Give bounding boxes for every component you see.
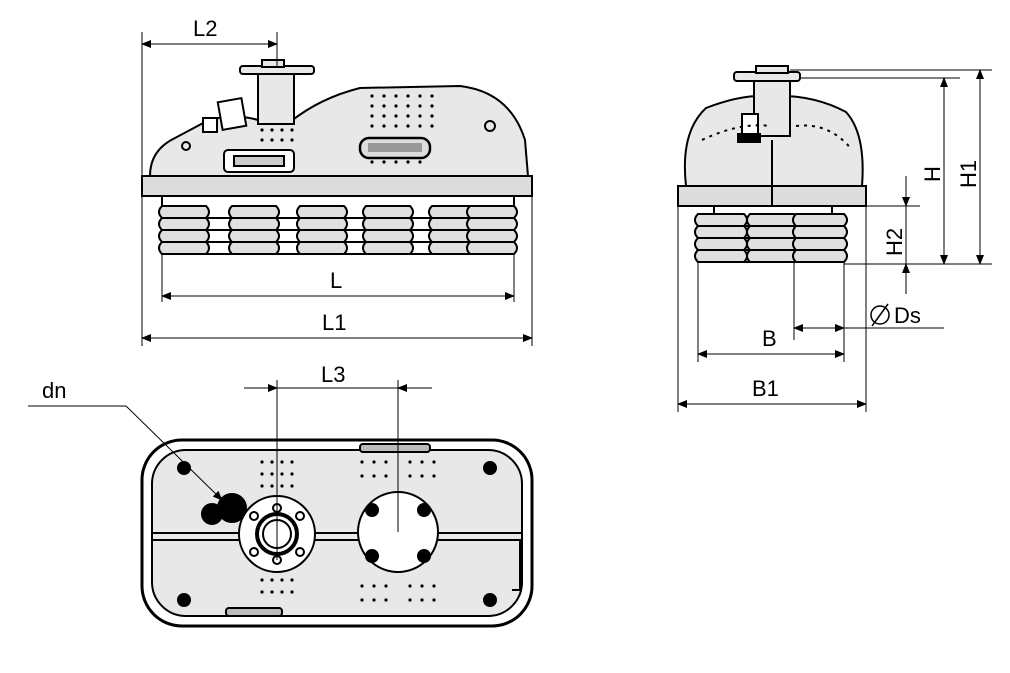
label-H2: H2: [882, 228, 907, 256]
label-B1: B1: [752, 376, 779, 401]
dn-leader: [28, 405, 223, 501]
dim-L2: [141, 32, 278, 176]
label-H1: H1: [956, 160, 981, 188]
label-L1: L1: [322, 310, 346, 335]
dim-B: [697, 262, 845, 362]
side-connection-tube: [753, 79, 791, 137]
label-L3: L3: [321, 362, 345, 387]
screw: [483, 461, 497, 475]
dim-Ds: [793, 262, 944, 362]
screw: [483, 593, 497, 607]
dim-L1: [141, 196, 533, 346]
front-view: [141, 32, 533, 346]
side-view: [677, 65, 992, 412]
side-bellows-row: [694, 213, 848, 263]
front-base-plate: [141, 175, 533, 197]
label-L2: L2: [193, 16, 217, 41]
diameter-symbol: [870, 305, 890, 325]
front-connection-tube: [257, 71, 295, 125]
dim-B1: [677, 206, 867, 412]
label-B: B: [762, 326, 777, 351]
label-L: L: [330, 268, 342, 293]
front-valve: [216, 96, 248, 132]
top-view: [28, 380, 534, 628]
label-H: H: [920, 166, 945, 182]
dim-L: [161, 254, 515, 302]
screw: [177, 461, 191, 475]
label-Ds: Ds: [894, 303, 921, 328]
front-bellows-row: [158, 205, 518, 255]
screw: [177, 593, 191, 607]
label-dn: dn: [42, 378, 66, 403]
